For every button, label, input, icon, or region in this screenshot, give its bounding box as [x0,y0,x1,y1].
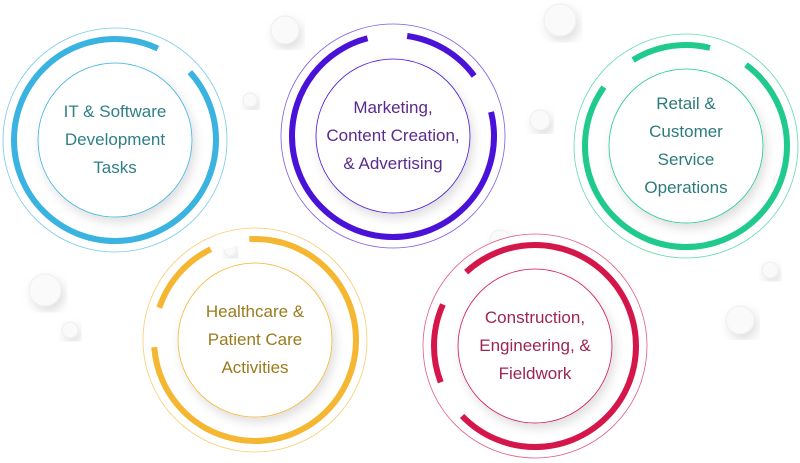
outer-thin-ring [2,27,228,253]
label-line: Engineering, & [479,336,591,355]
label-line: Healthcare & [205,302,305,321]
inner-circle [457,268,613,424]
thick-ring [11,36,219,244]
bubble [761,261,779,279]
ring-marketing [280,23,506,249]
ring-retail [573,33,799,259]
bubble [28,273,62,307]
label-marketing: Marketing, Content Creation, & Advertising [308,94,478,178]
label-line: Tasks [93,158,137,177]
ring-construction [422,233,648,459]
inner-circle [177,262,333,418]
bubble [543,3,577,37]
thick-ring [431,242,639,450]
label-construction: Construction, Engineering, & Fieldwork [450,304,620,388]
outer-thin-ring [573,33,799,259]
label-line: Operations [644,178,728,197]
label-line: Retail & [656,94,716,113]
label-line: Development [64,130,166,149]
inner-circle [37,62,193,218]
label-line: Fieldwork [498,364,572,383]
outer-thin-ring [280,23,506,249]
ring-it [2,27,228,253]
inner-circle [608,68,764,224]
label-line: Service [657,150,715,169]
outer-thin-ring [422,233,648,459]
thick-ring [582,42,790,250]
thick-ring [289,32,497,240]
bubble [529,109,551,131]
ring-healthcare [142,227,368,453]
label-line: & Advertising [343,154,443,173]
label-line: Customer [649,122,723,141]
bubble [270,15,300,45]
outer-thin-ring [142,227,368,453]
label-line: Marketing, [353,98,433,117]
thick-ring [151,236,359,444]
label-line: Patient Care [207,330,303,349]
label-line: Content Creation, [326,126,460,145]
inner-circle [315,58,471,214]
label-line: Activities [221,358,289,377]
bubble [242,92,258,108]
label-line: Construction, [484,308,586,327]
bubble [61,321,79,339]
label-line: IT & Software [63,102,167,121]
bubble [725,305,755,335]
